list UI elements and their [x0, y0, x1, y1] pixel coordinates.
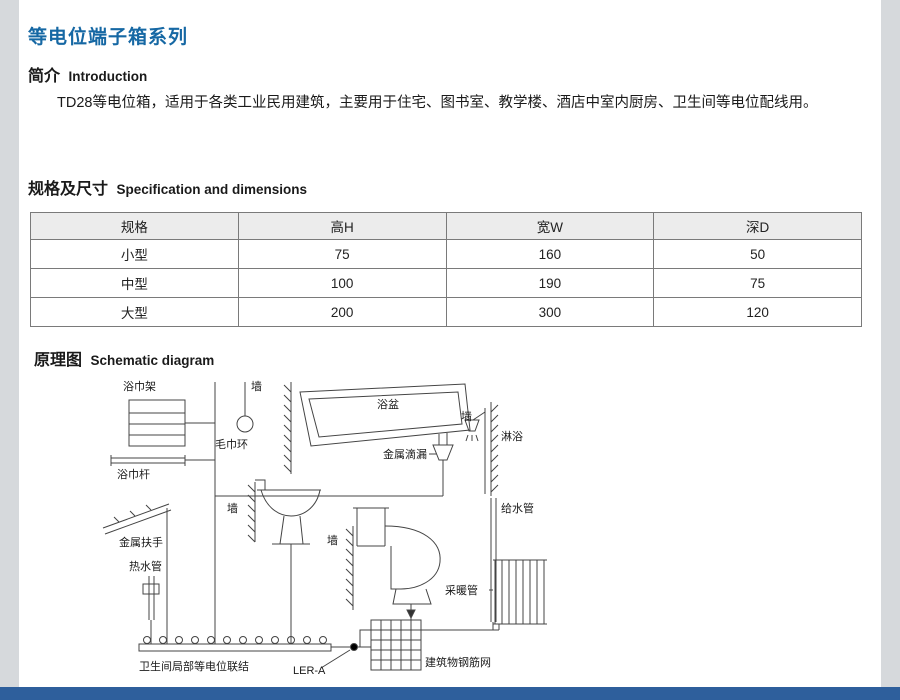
label-bonding-bar: 卫生间局部等电位联结 [139, 659, 249, 673]
label-water-supply-pipe: 给水管 [501, 501, 534, 515]
table-cell: 160 [445, 239, 655, 269]
wall-shower-drawing [490, 402, 499, 496]
label-wall-shower: 墙 [461, 409, 472, 423]
towel-ring-drawing [236, 382, 254, 433]
terminal-junction-dot [350, 643, 358, 651]
label-wall-top: 墙 [251, 379, 262, 393]
label-hot-water-pipe: 热水管 [129, 559, 162, 573]
toilet-drawing [353, 507, 441, 620]
schematic-heading-zh: 原理图 [34, 352, 83, 369]
spec-heading-en: Specification and dimensions [116, 182, 308, 197]
label-shower: 淋浴 [501, 430, 523, 443]
table-cell: 300 [445, 297, 655, 327]
spec-table: 规格 高H 宽W 深D 小型 75 160 50 中型 100 190 75 [30, 212, 862, 327]
label-towel-ring: 毛巾环 [215, 437, 248, 451]
label-terminal-box: LER-A [293, 665, 326, 677]
table-cell: 75 [653, 268, 862, 298]
table-cell: 200 [237, 297, 447, 327]
intro-heading: 简介 Introduction [28, 62, 147, 86]
intro-heading-en: Introduction [68, 69, 148, 84]
table-header-row: 规格 高H 宽W 深D [30, 212, 862, 240]
table-cell: 小型 [30, 239, 239, 269]
page-title: 等电位端子箱系列 [28, 27, 189, 48]
label-metal-handrail: 金属扶手 [119, 535, 163, 549]
label-heating-pipe: 采暖管 [445, 583, 478, 597]
towel-rack-drawing [128, 399, 215, 447]
intro-paragraph: TD28等电位箱，适用于各类工业民用建筑，主要用于住宅、图书室、教学楼、酒店中室… [57, 95, 818, 111]
intro-heading-zh: 简介 [28, 68, 61, 85]
wall-toilet-drawing [345, 526, 354, 610]
footer-accent-bar [0, 687, 900, 700]
table-cell: 50 [653, 239, 862, 269]
table-cell: 190 [445, 268, 655, 298]
toilet-drain-arrow [406, 609, 416, 620]
schematic-heading-en: Schematic diagram [90, 353, 215, 368]
table-cell: 中型 [30, 268, 239, 298]
bonding-bar-drawing [138, 636, 351, 669]
table-header-cell: 高H [237, 212, 447, 240]
table-row: 小型 75 160 50 [30, 239, 862, 269]
bathtub-drawing [299, 383, 471, 447]
label-bathtub: 浴盆 [377, 397, 399, 411]
wall-top-drawing [283, 382, 292, 474]
wall-basin-drawing [247, 482, 256, 543]
schematic-heading: 原理图 Schematic diagram [34, 346, 214, 370]
heating-pipe-drawing [489, 559, 547, 630]
label-towel-rack: 浴巾架 [123, 379, 156, 393]
schematic-diagram: 浴巾架 墙 浴盆 毛巾环 金属滴漏 墙 淋浴 浴巾杆 墙 给水管 金属扶手 墙 … [102, 379, 547, 677]
label-wall-basin: 墙 [227, 501, 238, 515]
spec-heading: 规格及尺寸 Specification and dimensions [28, 175, 307, 199]
table-header-cell: 规格 [30, 212, 239, 240]
table-cell: 75 [237, 239, 447, 269]
document-page: 等电位端子箱系列 简介 Introduction TD28等电位箱，适用于各类工… [19, 0, 881, 687]
collector-line [357, 629, 499, 648]
schematic-labels: 浴巾架 墙 浴盆 毛巾环 金属滴漏 墙 淋浴 浴巾杆 墙 给水管 金属扶手 墙 … [117, 379, 534, 677]
table-header-cell: 深D [653, 212, 862, 240]
washbasin-drawing [255, 479, 321, 644]
hot-water-pipe-drawing [142, 576, 160, 644]
table-row: 中型 100 190 75 [30, 268, 862, 298]
label-towel-bar: 浴巾杆 [117, 467, 150, 481]
table-cell: 120 [653, 297, 862, 327]
label-rebar-mesh: 建筑物钢筋网 [425, 655, 491, 669]
rebar-mesh-drawing [370, 619, 422, 671]
towel-bar-drawing [110, 455, 215, 466]
table-cell: 大型 [30, 297, 239, 327]
spec-heading-zh: 规格及尺寸 [28, 181, 109, 198]
table-row: 大型 200 300 120 [30, 297, 862, 327]
label-wall-toilet: 墙 [327, 533, 338, 547]
table-cell: 100 [237, 268, 447, 298]
shower-drawing [464, 408, 486, 494]
table-header-cell: 宽W [445, 212, 655, 240]
metal-handrail-drawing [102, 503, 172, 644]
label-metal-drip: 金属滴漏 [383, 447, 427, 461]
metal-drip-drawing [215, 433, 454, 497]
